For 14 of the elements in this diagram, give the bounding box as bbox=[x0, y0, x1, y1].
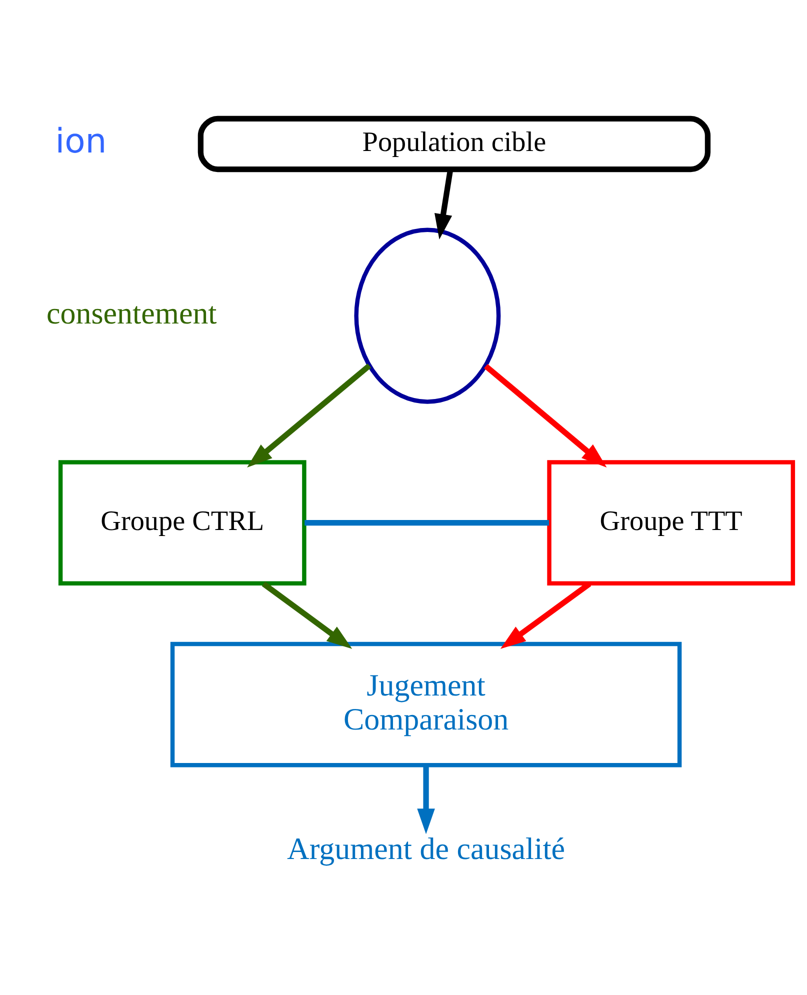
node-box: Population cible bbox=[198, 116, 711, 172]
arrow bbox=[247, 363, 372, 468]
arrow bbox=[262, 582, 352, 649]
arrow bbox=[434, 169, 454, 240]
label: ion bbox=[55, 122, 107, 161]
node-circle bbox=[354, 228, 501, 404]
arrow bbox=[417, 765, 435, 834]
label: consentement bbox=[46, 296, 217, 331]
arrow bbox=[484, 364, 607, 468]
node-box: Groupe CTRL bbox=[58, 460, 306, 586]
node-box: Groupe TTT bbox=[547, 460, 796, 586]
connector bbox=[304, 520, 550, 526]
node-text: Argument de causalité bbox=[287, 830, 566, 866]
node-box: Jugement Comparaison bbox=[170, 642, 682, 768]
